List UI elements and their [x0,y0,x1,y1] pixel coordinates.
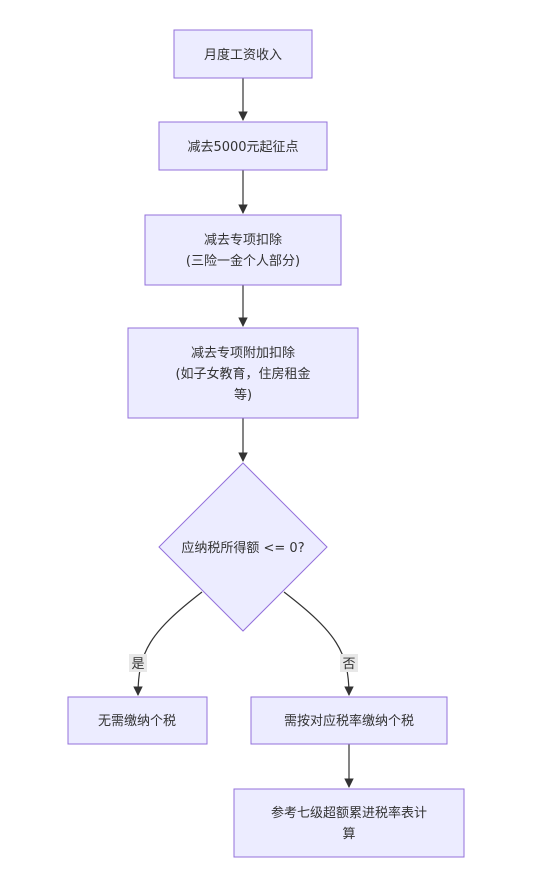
svg-text:减去5000元起征点: 减去5000元起征点 [187,140,298,155]
svg-text:减去专项附加扣除: 减去专项附加扣除 [191,346,295,361]
svg-text:是: 是 [131,657,144,672]
svg-text:等): 等) [234,387,252,403]
edge-label-no: 否 [340,654,358,672]
node-decision: 应纳税所得额 <= 0? [158,462,328,632]
edge-label-yes: 是 [129,654,147,672]
node-minus-threshold: 减去5000元起征点 [158,121,328,171]
svg-text:月度工资收入: 月度工资收入 [204,47,282,63]
node-minus-special: 减去专项扣除 (三险一金个人部分) [144,214,342,286]
node-rate-table: 参考七级超额累进税率表计 算 [233,788,465,858]
node-pay-tax: 需按对应税率缴纳个税 [250,696,448,745]
edge-decision-yes [133,591,203,696]
svg-text:减去专项扣除: 减去专项扣除 [204,233,282,248]
svg-text:(三险一金个人部分): (三险一金个人部分) [186,253,300,269]
svg-text:否: 否 [342,657,355,672]
node-minus-additional: 减去专项附加扣除 (如子女教育，住房租金 等) [127,327,359,419]
svg-text:无需缴纳个税: 无需缴纳个税 [98,714,176,729]
node-no-tax: 无需缴纳个税 [67,696,208,745]
svg-text:参考七级超额累进税率表计: 参考七级超额累进税率表计 [271,805,427,821]
svg-text:需按对应税率缴纳个税: 需按对应税率缴纳个税 [284,713,414,729]
edge-decision-no [283,591,354,696]
svg-text:算: 算 [342,827,355,842]
svg-text:应纳税所得额 <= 0?: 应纳税所得额 <= 0? [181,540,304,556]
node-monthly-income: 月度工资收入 [173,29,313,79]
svg-text:(如子女教育，住房租金: (如子女教育，住房租金 [175,366,310,382]
